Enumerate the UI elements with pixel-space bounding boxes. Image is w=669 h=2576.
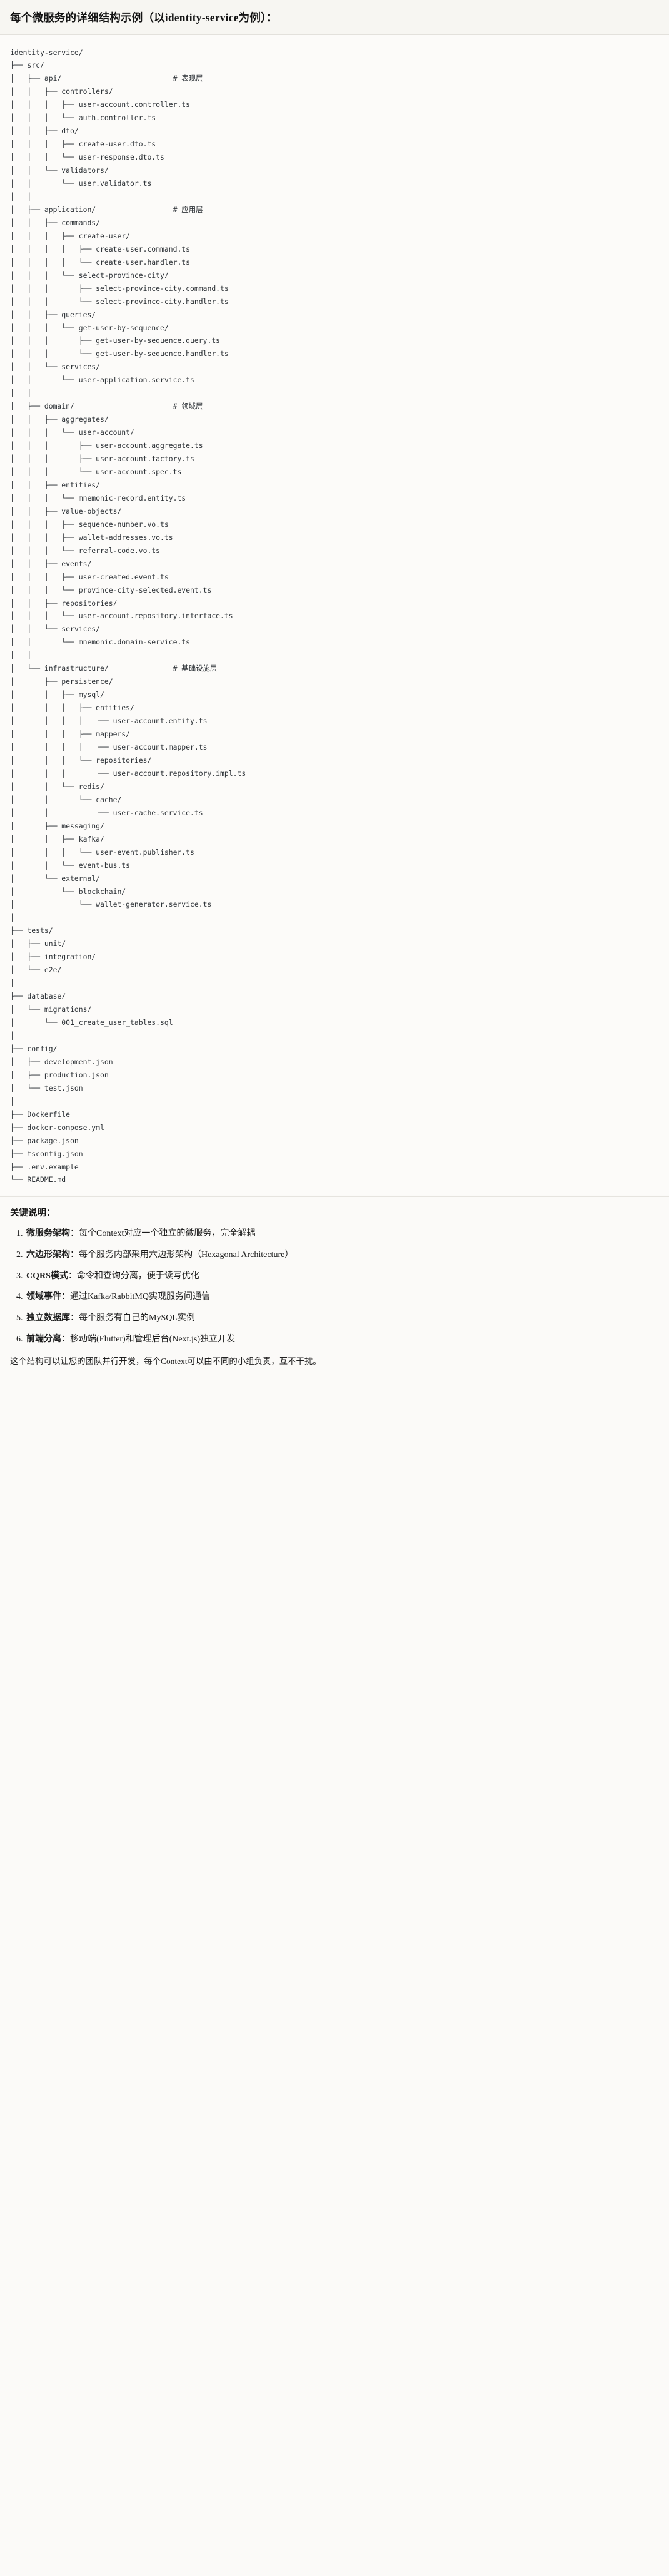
- note-separator: ：: [70, 1250, 79, 1260]
- note-separator: ：: [70, 1313, 79, 1323]
- note-separator: ：: [68, 1271, 77, 1281]
- note-desc: 每个服务内部采用六边形架构（Hexagonal Architecture）: [79, 1250, 294, 1260]
- list-item: 微服务架构：每个Context对应一个独立的微服务，完全解耦: [25, 1227, 659, 1241]
- list-item: 独立数据库：每个服务有自己的MySQL实例: [25, 1311, 659, 1325]
- note-term: 领域事件: [26, 1292, 61, 1302]
- note-term: 前端分离: [26, 1334, 61, 1344]
- note-desc: 通过Kafka/RabbitMQ实现服务间通信: [70, 1292, 210, 1302]
- directory-tree: identity-service/ ├── src/ │ ├── api/ # …: [10, 48, 246, 1184]
- list-item: 领域事件：通过Kafka/RabbitMQ实现服务间通信: [25, 1290, 659, 1304]
- list-item: 六边形架构：每个服务内部采用六边形架构（Hexagonal Architectu…: [25, 1248, 659, 1262]
- notes-title: 关键说明：: [10, 1208, 56, 1219]
- note-term: CQRS模式: [26, 1271, 68, 1281]
- directory-tree-block: identity-service/ ├── src/ │ ├── api/ # …: [0, 34, 669, 1196]
- note-term: 独立数据库: [26, 1313, 70, 1323]
- note-desc: 每个服务有自己的MySQL实例: [79, 1313, 195, 1323]
- note-term: 六边形架构: [26, 1250, 70, 1260]
- key-notes-section: 关键说明： 微服务架构：每个Context对应一个独立的微服务，完全解耦 六边形…: [0, 1196, 669, 1377]
- note-desc: 每个Context对应一个独立的微服务，完全解耦: [79, 1229, 256, 1239]
- note-term: 微服务架构: [26, 1229, 70, 1239]
- page-title: 每个微服务的详细结构示例（以identity-service为例）：: [10, 11, 278, 24]
- note-separator: ：: [61, 1334, 70, 1344]
- note-separator: ：: [61, 1292, 70, 1302]
- document-header: 每个微服务的详细结构示例（以identity-service为例）：: [0, 0, 669, 35]
- note-desc: 命令和查询分离，便于读写优化: [76, 1271, 199, 1281]
- note-desc: 移动端(Flutter)和管理后台(Next.js)独立开发: [70, 1334, 236, 1344]
- closing-paragraph: 这个结构可以让您的团队并行开发，每个Context可以由不同的小组负责，互不干扰…: [10, 1357, 321, 1367]
- list-item: 前端分离：移动端(Flutter)和管理后台(Next.js)独立开发: [25, 1333, 659, 1347]
- notes-list: 微服务架构：每个Context对应一个独立的微服务，完全解耦 六边形架构：每个服…: [10, 1227, 659, 1346]
- note-separator: ：: [70, 1229, 79, 1239]
- list-item: CQRS模式：命令和查询分离，便于读写优化: [25, 1270, 659, 1283]
